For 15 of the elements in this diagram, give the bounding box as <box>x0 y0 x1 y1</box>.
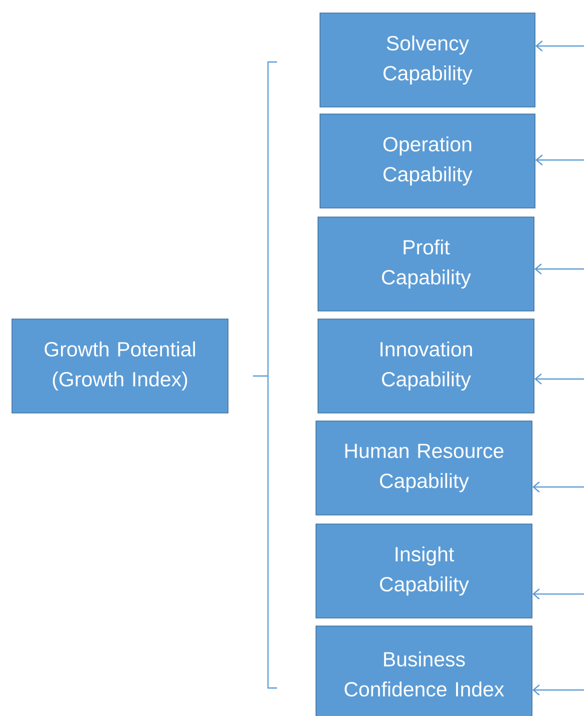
arrow <box>535 154 584 166</box>
arrow <box>532 588 584 600</box>
arrow <box>534 264 584 274</box>
root-box: Growth Potential (Growth Index) <box>12 318 228 414</box>
capability-box: Business Confidence Index <box>316 626 532 716</box>
capability-box: Profit Capability <box>318 216 534 312</box>
capability-box: Operation Capability <box>320 114 536 208</box>
capability-box: Insight Capability <box>316 524 532 618</box>
capability-box: Solvency Capability <box>320 12 536 108</box>
arrow <box>535 40 584 52</box>
capability-box: Human Resource Capability <box>316 420 532 516</box>
arrow <box>532 482 584 492</box>
capability-box: Innovation Capability <box>318 318 534 414</box>
arrow <box>534 374 584 384</box>
arrow <box>532 684 584 696</box>
